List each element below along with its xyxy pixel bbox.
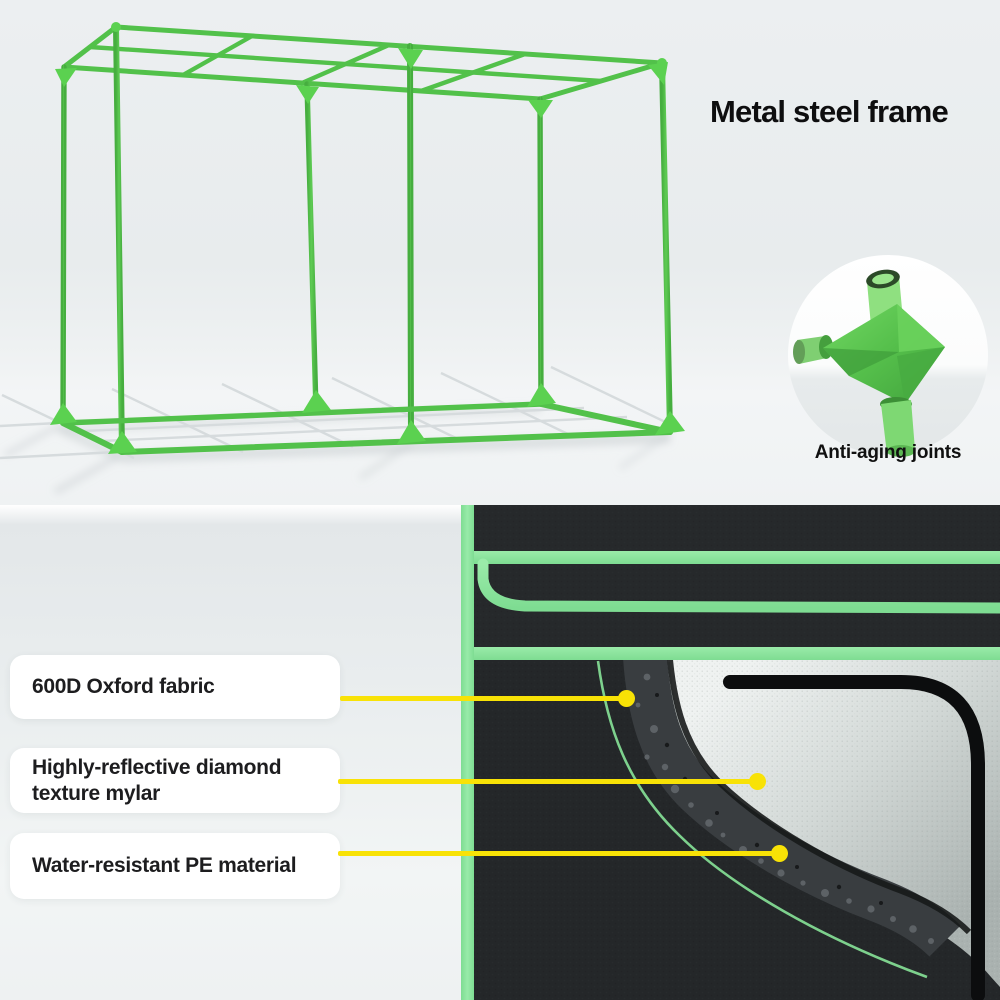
leader-dot-mylar — [749, 773, 766, 790]
leader-dot-oxford — [618, 690, 635, 707]
fabric-feature-panel: 600D Oxford fabric Highly-reflective dia… — [0, 505, 1000, 1000]
inset-caption: Anti-aging joints — [814, 442, 962, 463]
callout-text: 600D Oxford fabric — [32, 675, 215, 698]
stitch-line — [596, 660, 928, 979]
window-frame-band — [723, 675, 985, 1000]
door-trim-curve — [477, 558, 1000, 614]
trim-vertical — [461, 505, 474, 1000]
leader-line-mylar — [338, 779, 753, 784]
joint-inset-image — [788, 255, 988, 457]
water-droplets — [635, 673, 934, 944]
trim-stripe-1 — [470, 551, 1000, 564]
callout-box-pe-material: Water-resistant PE material — [10, 833, 340, 899]
frame-base — [60, 401, 673, 455]
callout-text: texture mylar — [32, 781, 160, 805]
callout-box-oxford-fabric: 600D Oxford fabric — [10, 655, 340, 719]
leader-line-oxford — [340, 696, 622, 701]
trim-stripe-2 — [470, 647, 1000, 660]
pe-droplet-layer — [623, 655, 961, 957]
leader-line-pe — [338, 851, 775, 856]
corner-joint-render — [793, 269, 945, 457]
frame-poles — [60, 24, 673, 455]
callout-text: Highly-reflective diamond — [32, 755, 282, 779]
steel-frame-illustration — [0, 22, 685, 496]
headline: Metal steel frame — [710, 94, 949, 129]
fabric-cutaway-photo — [461, 505, 1000, 1000]
floor-grid — [0, 365, 683, 460]
frame-joints — [50, 22, 685, 454]
leader-dot-pe — [771, 845, 788, 862]
callout-text: Water-resistant PE material — [32, 854, 297, 877]
frame-feature-panel: Metal steel frame — [0, 0, 1000, 505]
frame-roof — [61, 24, 665, 102]
callout-box-mylar: Highly-reflective diamond texture mylar — [10, 748, 340, 813]
